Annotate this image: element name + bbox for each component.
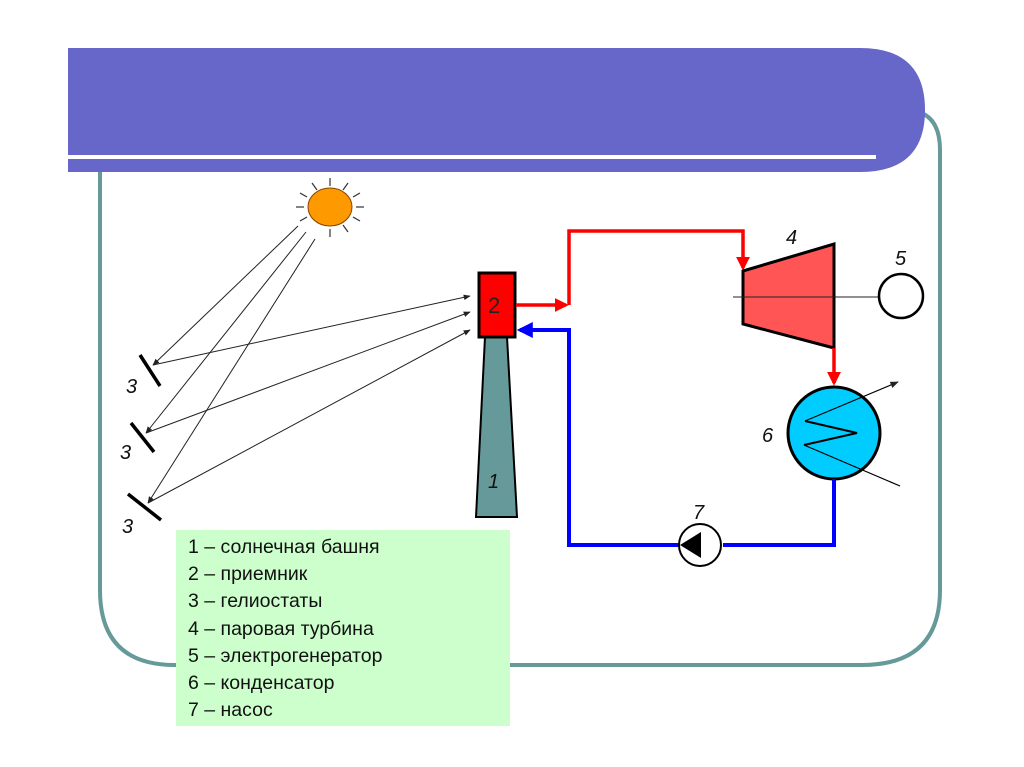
condensate-line [723, 479, 836, 547]
ray-sun-to-heliostat-2 [145, 231, 307, 434]
title-banner [68, 48, 925, 172]
ray-heliostat-3-to-receiver [147, 329, 471, 504]
reflected-rays [145, 294, 471, 504]
cooling-water-out [803, 444, 901, 487]
legend-item: 6 – конденсатор [188, 672, 335, 695]
condenser-coil [803, 420, 858, 446]
ray-heliostat-2-to-receiver [145, 311, 471, 434]
slide-frame [98, 108, 942, 667]
heliostat-icon [138, 354, 162, 387]
condenser [786, 385, 882, 481]
ray-sun-to-heliostat-3 [147, 238, 316, 504]
generator-label: 5 [895, 248, 907, 270]
heliostat-label: 3 [120, 442, 131, 464]
legend-item: 4 – паровая турбина [188, 617, 374, 640]
receiver-label: 2 [488, 293, 500, 318]
legend-item: 7 – насос [188, 699, 273, 722]
tower-label: 1 [488, 471, 499, 493]
legend-item: 3 – гелиостаты [188, 590, 323, 613]
heliostat-label: 3 [126, 376, 137, 398]
legend-item: 5 – электрогенератор [188, 644, 383, 667]
condenser-label: 6 [762, 425, 774, 447]
legend: 1 – солнечная башня 2 – приемник 3 – гел… [176, 530, 510, 726]
ray-sun-to-heliostat-1 [152, 225, 299, 366]
pump-direction-icon [680, 532, 701, 558]
heliostat-icon [126, 492, 163, 522]
incident-rays [145, 225, 316, 504]
sun-icon [296, 178, 364, 237]
legend-item: 2 – приемник [188, 563, 308, 586]
ray-heliostat-1-to-receiver [152, 294, 471, 366]
heliostat-icon [129, 421, 156, 454]
hot-steam-line-to-turbine [567, 229, 750, 305]
heliostat-label: 3 [122, 516, 133, 538]
legend-item: 1 – солнечная башня [188, 536, 380, 558]
cooling-water-in [804, 381, 899, 422]
pump-label: 7 [693, 502, 705, 524]
receiver [477, 271, 517, 339]
electric-generator [877, 272, 925, 320]
feedwater-return-line [516, 322, 679, 547]
steam-turbine [741, 241, 836, 350]
turbine-label: 4 [786, 227, 797, 249]
banner-stripe [68, 155, 876, 159]
